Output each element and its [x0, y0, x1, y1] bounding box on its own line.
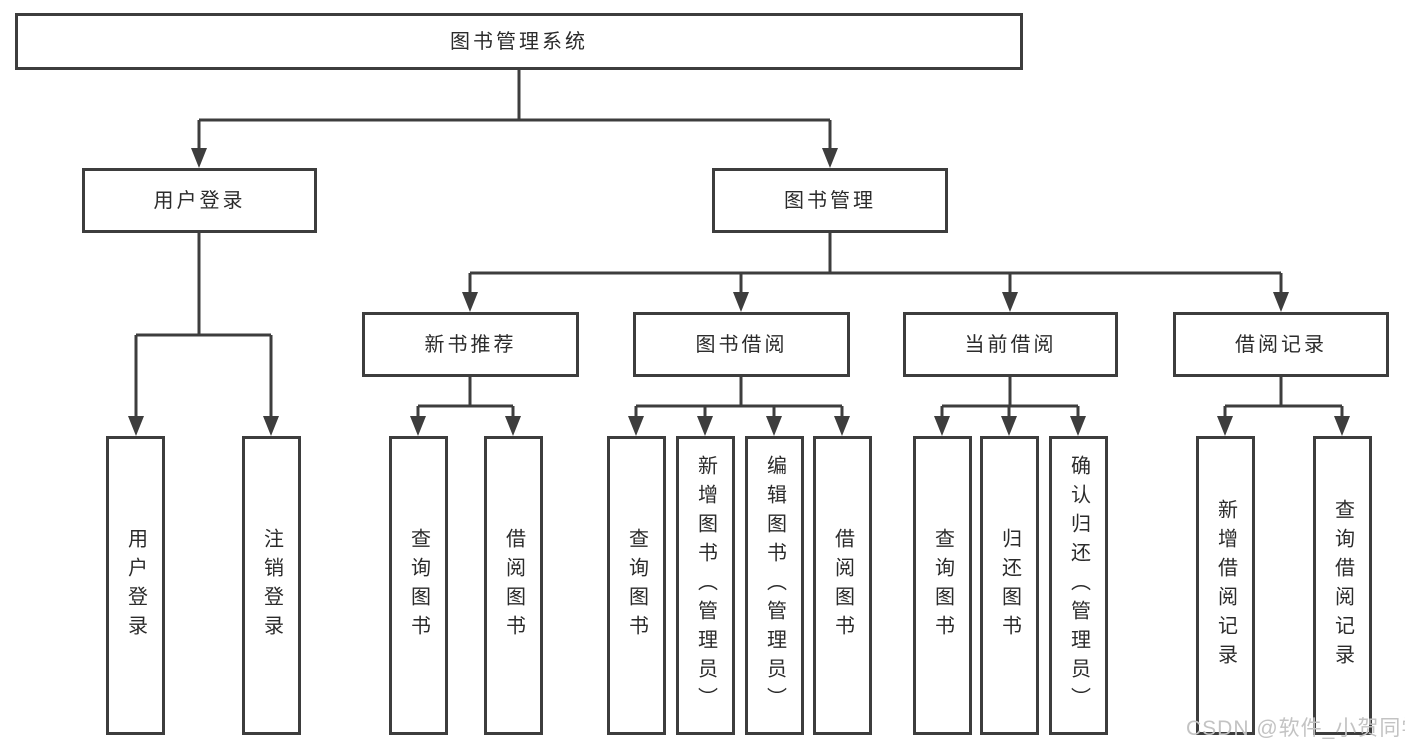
- leaf-borrow-books-borrowing: 借阅图书: [813, 436, 872, 735]
- leaf-query-books-borrowing: 查询图书: [607, 436, 666, 735]
- node-root-label: 图书管理系统: [450, 30, 588, 53]
- leaf-confirm-return-admin: 确认归还（管理员）: [1049, 436, 1108, 735]
- leaf-add-borrow-record-label: 新增借阅记录: [1214, 498, 1237, 673]
- leaf-add-borrow-record: 新增借阅记录: [1196, 436, 1255, 735]
- node-book-management: 图书管理: [712, 168, 948, 233]
- leaf-borrow-books-borrowing-label: 借阅图书: [831, 527, 854, 644]
- leaf-user-login-label: 用户登录: [124, 527, 147, 644]
- node-user-login: 用户登录: [82, 168, 317, 233]
- leaf-edit-book-admin-label: 编辑图书（管理员）: [763, 455, 786, 716]
- node-current-borrowing-label: 当前借阅: [964, 333, 1057, 356]
- node-book-borrowing-label: 图书借阅: [695, 333, 788, 356]
- leaf-return-books-label: 归还图书: [998, 527, 1021, 644]
- node-current-borrowing: 当前借阅: [903, 312, 1118, 377]
- node-borrowing-records: 借阅记录: [1173, 312, 1389, 377]
- leaf-borrow-books-recommend-label: 借阅图书: [502, 527, 525, 644]
- leaf-query-books-current: 查询图书: [913, 436, 972, 735]
- leaf-query-books-recommend-label: 查询图书: [407, 527, 430, 644]
- node-root: 图书管理系统: [15, 13, 1023, 70]
- node-user-login-label: 用户登录: [153, 189, 246, 212]
- node-borrowing-records-label: 借阅记录: [1235, 333, 1327, 356]
- leaf-query-borrow-record: 查询借阅记录: [1313, 436, 1372, 735]
- node-book-management-label: 图书管理: [784, 189, 876, 212]
- leaf-logout: 注销登录: [242, 436, 301, 735]
- leaf-query-books-current-label: 查询图书: [931, 527, 954, 644]
- leaf-borrow-books-recommend: 借阅图书: [484, 436, 543, 735]
- leaf-query-borrow-record-label: 查询借阅记录: [1331, 498, 1354, 673]
- leaf-return-books: 归还图书: [980, 436, 1039, 735]
- leaf-query-books-recommend: 查询图书: [389, 436, 448, 735]
- leaf-logout-label: 注销登录: [260, 527, 283, 644]
- leaf-add-book-admin: 新增图书（管理员）: [676, 436, 735, 735]
- leaf-query-books-borrowing-label: 查询图书: [625, 527, 648, 644]
- node-new-book-recommend-label: 新书推荐: [424, 333, 517, 356]
- leaf-edit-book-admin: 编辑图书（管理员）: [745, 436, 804, 735]
- node-new-book-recommend: 新书推荐: [362, 312, 579, 377]
- csdn-watermark: CSDN @软件_小贺同学: [1186, 717, 1405, 740]
- leaf-add-book-admin-label: 新增图书（管理员）: [694, 455, 717, 716]
- leaf-user-login: 用户登录: [106, 436, 165, 735]
- node-book-borrowing: 图书借阅: [633, 312, 850, 377]
- leaf-confirm-return-admin-label: 确认归还（管理员）: [1067, 455, 1090, 716]
